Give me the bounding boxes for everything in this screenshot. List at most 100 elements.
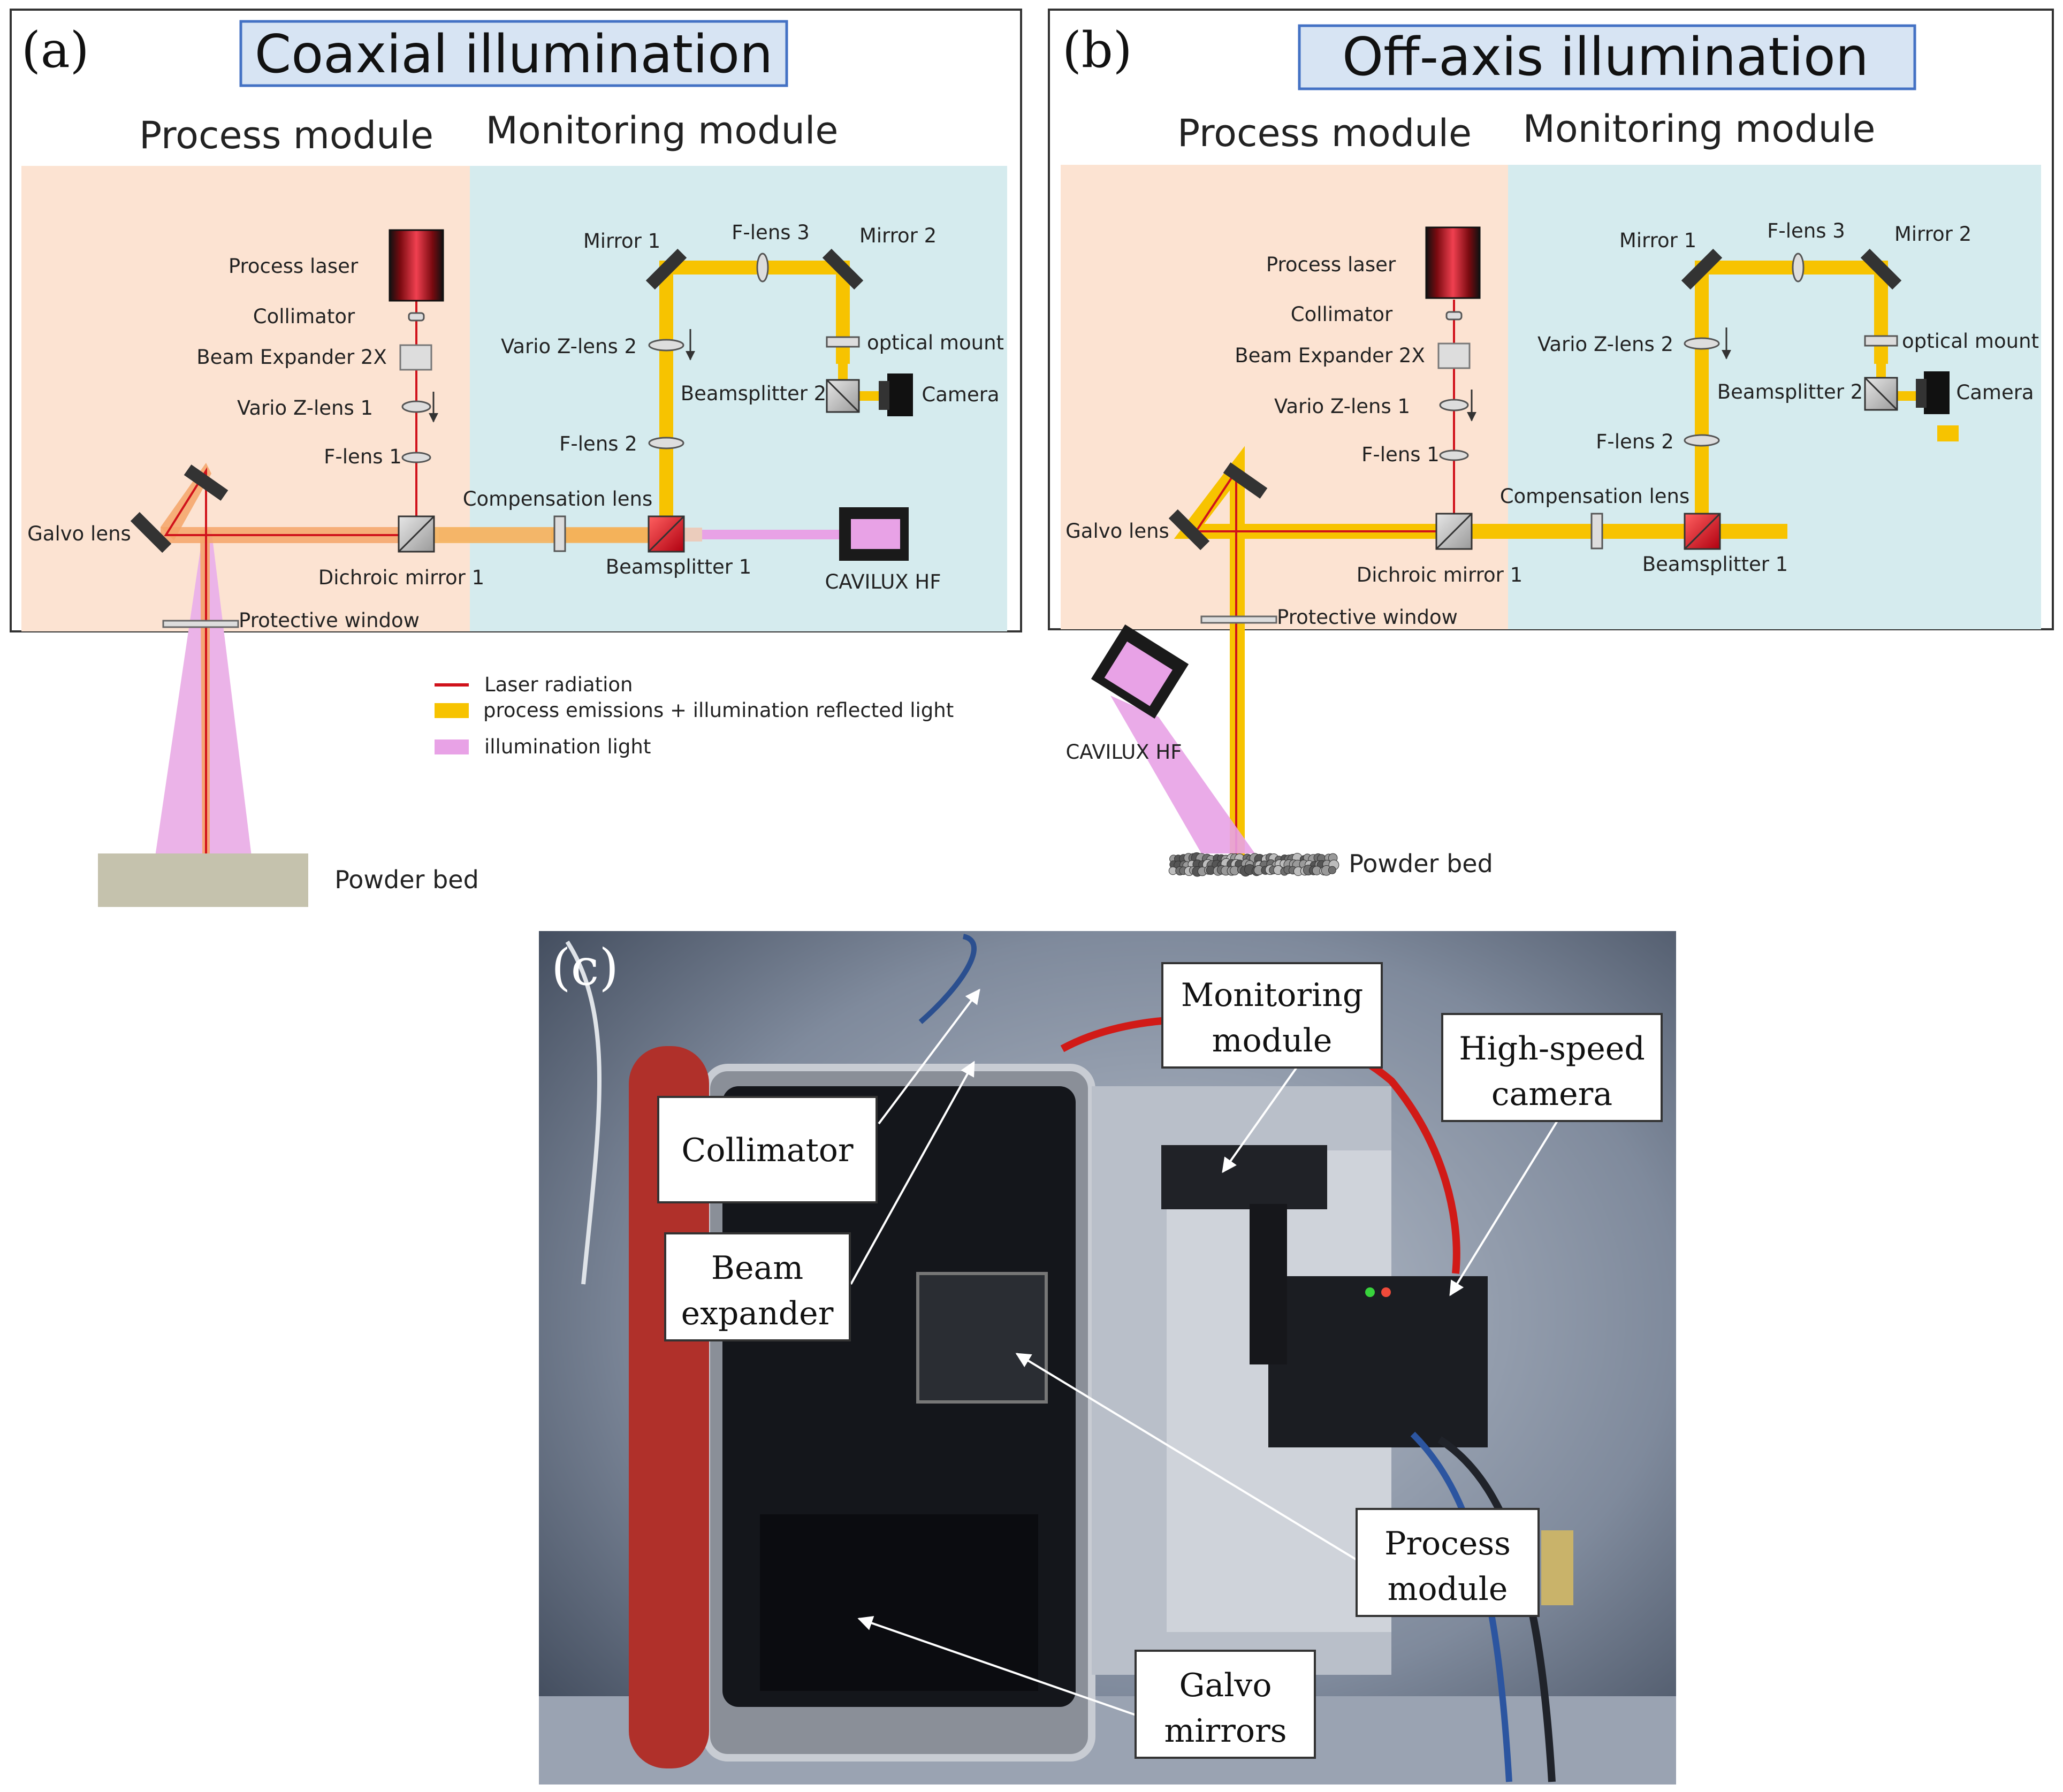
photo-led — [1365, 1287, 1375, 1297]
dichroic-diagonal — [398, 515, 435, 553]
protective-window — [162, 620, 239, 628]
label-box-galvo — [1135, 1650, 1316, 1759]
legend-swatch-emission — [435, 703, 469, 718]
label-camera: Camera — [1956, 381, 2034, 404]
photo-camera-top — [1161, 1145, 1327, 1209]
photo-tape — [1541, 1530, 1573, 1605]
label-camera: Camera — [922, 383, 999, 406]
annotation-arrow — [878, 988, 980, 1125]
beamsplitter-diagonal — [1864, 377, 1898, 411]
mirror-1 — [1681, 248, 1723, 290]
photo-red-bar — [629, 1046, 709, 1768]
beamsplitter-diagonal — [1684, 513, 1721, 550]
label-monitoring-module: Monitoring — [1181, 977, 1364, 1014]
galvo-mirror — [130, 512, 172, 553]
process-laser-body — [1425, 226, 1481, 299]
label-collimator: Collimator — [1291, 303, 1393, 326]
mirror-1 — [645, 248, 687, 290]
dichroic-diagonal — [1435, 513, 1473, 550]
process-module-heading: Process module — [139, 113, 433, 157]
panel-title: Coaxial illumination — [255, 24, 773, 85]
label-high-speed-camera: High-speed — [1459, 1030, 1645, 1067]
mirror-2 — [822, 248, 864, 290]
label-box-highspeed — [1441, 1013, 1663, 1122]
label-cavilux-hf: CAVILUX HF — [825, 570, 941, 593]
label-optical-mount: optical mount — [1902, 330, 2039, 353]
label-box-beam-expander — [664, 1232, 851, 1341]
illumination-beam — [702, 530, 840, 539]
cavilux-hf — [1091, 624, 1189, 719]
camera-body — [887, 373, 913, 416]
label-beam-expander: Beam Expander 2X — [196, 346, 387, 369]
panel-b: (b) Off-axis illumination Process module… — [1048, 9, 2054, 878]
label-mirror-2: Mirror 2 — [859, 224, 937, 247]
label-f-lens-1: F-lens 1 — [324, 445, 402, 468]
powder-bed — [98, 853, 308, 907]
photo-camera-column — [1250, 1204, 1287, 1364]
beamsplitter-diagonal — [826, 379, 860, 413]
label-box-collimator — [657, 1096, 878, 1203]
galvo-mirror — [184, 464, 229, 501]
f-lens-1 — [1439, 449, 1469, 461]
label-beamsplitter-2: Beamsplitter 2 — [681, 382, 826, 405]
label-beamsplitter-1: Beamsplitter 1 — [1642, 553, 1788, 576]
label-mirror-1: Mirror 1 — [583, 230, 660, 253]
mirror-2 — [1860, 248, 1902, 290]
camera-body — [1924, 371, 1950, 414]
legend-emission: process emissions + illumination reflect… — [483, 699, 954, 722]
f-lens-3 — [756, 253, 769, 283]
f-lens-1 — [401, 452, 431, 463]
legend-illumination: illumination light — [484, 735, 651, 758]
panel-letter: (c) — [551, 939, 619, 997]
label-vario-z-lens-2: Vario Z-lens 2 — [1537, 333, 1673, 356]
collimator — [408, 312, 425, 322]
beamsplitter-diagonal — [648, 515, 685, 553]
photo-cable — [565, 940, 602, 1285]
label-f-lens-2: F-lens 2 — [559, 432, 637, 455]
beam-expander — [399, 344, 432, 371]
label-high-speed-camera: camera — [1491, 1076, 1612, 1113]
label-beam-expander: Beam — [711, 1249, 803, 1287]
label-powder-bed: Powder bed — [1349, 849, 1493, 878]
title-box — [239, 20, 788, 87]
beam-expander — [1437, 342, 1471, 369]
galvo-mirror — [1223, 462, 1268, 499]
emission-path — [659, 261, 850, 535]
label-vario-z-lens-1: Vario Z-lens 1 — [1274, 395, 1410, 418]
label-galvo-mirrors: mirrors — [1164, 1712, 1286, 1750]
camera-lens — [1916, 379, 1927, 408]
annotation-arrow — [857, 1616, 1136, 1716]
annotation-arrow — [1222, 1061, 1301, 1173]
monitoring-module-heading: Monitoring module — [1523, 107, 1876, 151]
vario-z-lens-1 — [401, 400, 431, 413]
label-process-module: Process — [1384, 1525, 1511, 1562]
f-lens-3 — [1792, 253, 1805, 283]
emission-stub — [1937, 425, 1959, 441]
illumination-cone — [1110, 696, 1255, 853]
vario-z-lens-2 — [648, 339, 684, 352]
label-vario-z-lens-1: Vario Z-lens 1 — [237, 396, 373, 420]
photo-cable — [918, 934, 977, 1024]
f-lens-2 — [648, 437, 684, 449]
panel-c-photo: (c) Monitoring module High-speed camera … — [539, 931, 1676, 1785]
optical-mount — [826, 336, 860, 348]
label-protective-window: Protective window — [239, 609, 420, 632]
label-protective-window: Protective window — [1277, 606, 1458, 629]
label-f-lens-1: F-lens 1 — [1361, 443, 1440, 466]
camera-lens — [879, 381, 889, 410]
label-process-laser: Process laser — [229, 255, 359, 278]
cavilux-window — [851, 519, 900, 549]
panel-a: (a) Coaxial illumination Process module … — [10, 9, 1022, 907]
compensation-lens — [1590, 513, 1603, 550]
label-collimator: Collimator — [253, 305, 355, 328]
label-cavilux-hf: CAVILUX HF — [1065, 741, 1182, 764]
vario-z-lens-2 — [1684, 337, 1720, 350]
vario-z-lens-1 — [1439, 399, 1469, 411]
label-galvo-lens: Galvo lens — [27, 522, 131, 545]
label-beamsplitter-1: Beamsplitter 1 — [606, 555, 751, 578]
label-collimator: Collimator — [681, 1132, 854, 1169]
legend-swatch-illumination — [435, 739, 469, 754]
process-laser-body — [389, 229, 444, 302]
